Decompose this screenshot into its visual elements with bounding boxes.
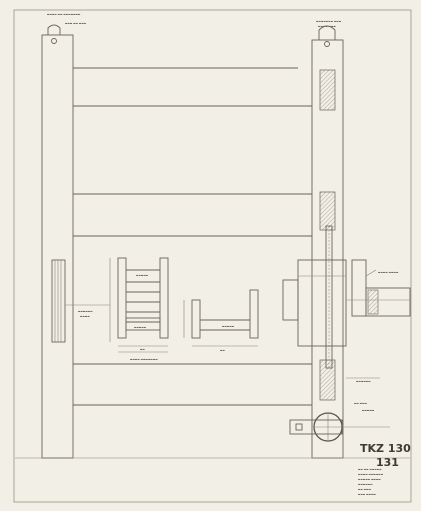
sheet-border xyxy=(13,9,412,503)
svg-text:▬▬▬ ▬▬▬▬: ▬▬▬ ▬▬▬▬ xyxy=(358,493,377,496)
note-top-right: ▬▬▬▬▬▬▬ ▬▬▬ xyxy=(316,20,342,23)
svg-text:▬▬▬▬▬ ▬▬▬▬: ▬▬▬▬▬ ▬▬▬▬ xyxy=(358,478,381,481)
svg-text:▬▬▬▬: ▬▬▬▬ xyxy=(80,315,90,318)
svg-text:▬▬▬▬▬: ▬▬▬▬▬ xyxy=(136,274,149,277)
title-block: TKZ 130 131 ▬▬ ▬▬ ▬▬▬▬▬ ▬▬▬▬ ▬▬▬▬▬▬ ▬▬▬▬… xyxy=(358,442,411,496)
ladder-detail: ▬▬▬▬▬ ▬▬▬▬▬ ▬▬ ▬▬▬▬ ▬▬▬▬▬▬▬ xyxy=(109,257,169,361)
svg-text:▬▬▬▬▬▬: ▬▬▬▬▬▬ xyxy=(356,380,371,383)
left-section-detail: ▬▬▬▬▬▬ ▬▬▬▬ xyxy=(51,259,110,343)
svg-text:▬▬▬▬▬▬: ▬▬▬▬▬▬ xyxy=(358,483,373,486)
svg-text:▬▬▬▬ ▬▬▬▬: ▬▬▬▬ ▬▬▬▬ xyxy=(378,271,399,274)
svg-text:▬▬▬▬ ▬▬▬▬▬▬▬: ▬▬▬▬ ▬▬▬▬▬▬▬ xyxy=(130,358,158,361)
right-section-detail: ▬▬▬▬ ▬▬▬▬ xyxy=(282,259,411,347)
svg-text:▬▬ ▬▬▬: ▬▬ ▬▬▬ xyxy=(354,402,368,405)
svg-text:▬▬ ▬▬▬: ▬▬ ▬▬▬ xyxy=(358,488,372,491)
svg-text:▬▬▬▬▬▬: ▬▬▬▬▬▬ xyxy=(78,310,93,313)
rail-detail: ▬▬▬▬▬ ▬▬ xyxy=(183,289,259,352)
svg-text:▬▬▬▬▬: ▬▬▬▬▬ xyxy=(222,325,235,328)
drawing-number-top: TKZ 130 xyxy=(360,442,411,455)
dimension-note-right: ▬▬▬▬▬▬ xyxy=(346,377,380,383)
svg-text:▬▬: ▬▬ xyxy=(140,348,145,351)
right-post xyxy=(311,25,344,459)
svg-text:▬▬▬▬ ▬▬▬▬▬▬: ▬▬▬▬ ▬▬▬▬▬▬ xyxy=(358,473,384,476)
rails xyxy=(15,67,410,459)
svg-text:▬▬▬▬▬: ▬▬▬▬▬ xyxy=(134,326,147,329)
bolt-detail: ▬▬ ▬▬▬ ▬▬▬▬▬ xyxy=(289,402,390,442)
note-top-left-2: ▬▬▬ ▬▬ ▬▬▬ xyxy=(65,22,87,25)
svg-text:▬▬: ▬▬ xyxy=(220,349,225,352)
note-top-right-2: ▬▬▬▬ ▬▬▬ xyxy=(318,25,337,28)
svg-text:▬▬▬▬▬: ▬▬▬▬▬ xyxy=(362,409,375,412)
note-top-left: ▬▬▬▬ ▬▬ ▬▬▬▬▬▬▬ xyxy=(47,13,81,16)
drawing-number-bottom: 131 xyxy=(376,456,399,469)
svg-text:▬▬ ▬▬ ▬▬▬▬▬: ▬▬ ▬▬ ▬▬▬▬▬ xyxy=(358,468,382,471)
